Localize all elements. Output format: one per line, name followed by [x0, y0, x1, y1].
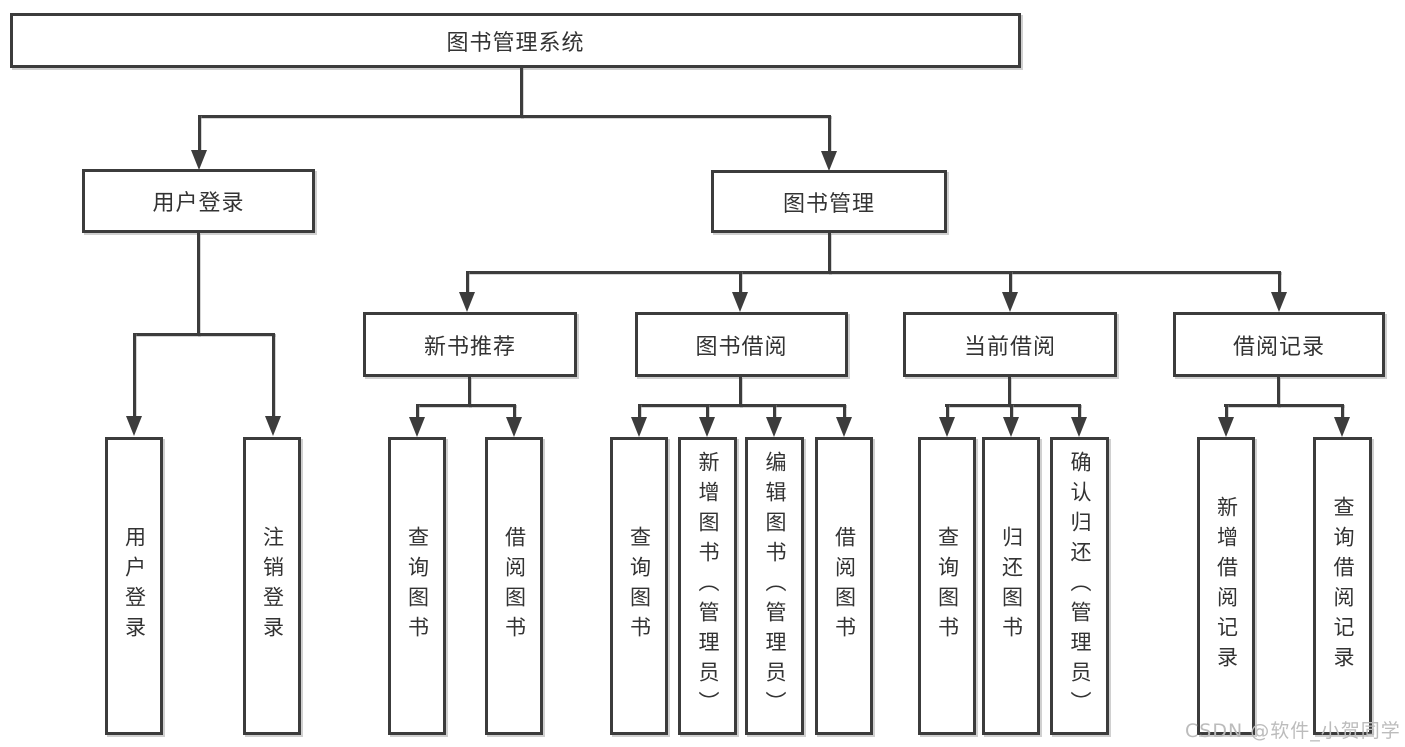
leaf-add-borrow-record: 新增借阅记录	[1197, 437, 1255, 735]
connector-leaf	[1341, 404, 1344, 418]
csdn-watermark: CSDN @软件_小贺同学	[1185, 720, 1401, 742]
node-borrow-records: 借阅记录	[1173, 312, 1385, 377]
arrow-down-icon	[191, 150, 207, 170]
arrow-down-icon	[126, 416, 142, 436]
node-new-book-recommend-label: 新书推荐	[423, 334, 516, 360]
node-user-login-label: 用户登录	[152, 191, 245, 216]
leaf-user-login-label: 用户登录	[122, 526, 147, 646]
connector-leaf	[416, 404, 419, 418]
connector-root-to-book-management	[828, 115, 831, 153]
node-new-book-recommend: 新书推荐	[363, 312, 577, 377]
connector-current-borrow-branch	[945, 404, 1081, 407]
node-borrow-records-label: 借阅记录	[1232, 334, 1325, 360]
node-book-management: 图书管理	[711, 170, 947, 233]
arrow-down-icon	[1218, 417, 1234, 437]
connector-root-stem	[520, 67, 523, 118]
connector-to-leaf-user-login	[133, 333, 136, 418]
leaf-return-books-label: 归还图书	[999, 526, 1024, 646]
leaf-edit-books-admin: 编辑图书（管理员）	[745, 437, 804, 735]
connector-leaf	[773, 404, 776, 418]
arrow-down-icon	[1003, 417, 1019, 437]
connector-user-login-branch	[133, 333, 275, 336]
arrow-down-icon	[459, 292, 475, 312]
leaf-add-books-admin: 新增图书（管理员）	[678, 437, 737, 735]
connector-leaf	[706, 404, 709, 418]
connector-leaf	[843, 404, 846, 418]
leaf-query-books-borrow: 查询图书	[610, 437, 668, 735]
node-book-borrow-label: 图书借阅	[695, 334, 788, 360]
connector-book-borrow-stem	[739, 377, 742, 407]
connector-leaf	[638, 404, 641, 418]
connector-current-borrow-stem	[1008, 377, 1011, 407]
leaf-query-borrow-record-label: 查询借阅记录	[1331, 496, 1355, 676]
leaf-borrow-books-recommend: 借阅图书	[485, 437, 543, 735]
leaf-add-borrow-record-label: 新增借阅记录	[1214, 496, 1239, 676]
arrow-down-icon	[939, 417, 955, 437]
connector-to-borrow-record	[1278, 271, 1281, 293]
leaf-logout: 注销登录	[243, 437, 301, 735]
node-book-borrow: 图书借阅	[635, 312, 848, 377]
leaf-borrow-books: 借阅图书	[815, 437, 873, 735]
node-library-system: 图书管理系统	[10, 13, 1021, 68]
node-user-login: 用户登录	[82, 169, 315, 233]
leaf-confirm-return-admin: 确认归还（管理员）	[1050, 437, 1109, 735]
connector-leaf	[1078, 404, 1081, 418]
leaf-query-books-recommend-label: 查询图书	[405, 526, 430, 646]
arrow-down-icon	[732, 292, 748, 312]
node-book-management-label: 图书管理	[782, 191, 875, 217]
leaf-query-books-current: 查询图书	[918, 437, 976, 735]
leaf-user-login: 用户登录	[105, 437, 163, 735]
connector-to-new-book	[466, 271, 469, 293]
node-current-borrow: 当前借阅	[903, 312, 1117, 377]
node-library-system-label: 图书管理系统	[446, 30, 585, 56]
connector-leaf	[1225, 404, 1228, 418]
arrow-down-icon	[821, 151, 837, 171]
connector-borrow-record-stem	[1277, 377, 1280, 407]
arrow-down-icon	[631, 417, 647, 437]
connector-borrow-record-branch	[1224, 404, 1344, 407]
arrow-down-icon	[766, 417, 782, 437]
leaf-logout-label: 注销登录	[260, 526, 285, 646]
leaf-add-books-admin-label: 新增图书（管理员）	[696, 451, 720, 721]
connector-to-current-borrow	[1009, 271, 1012, 293]
connector-user-login-stem	[197, 233, 200, 336]
leaf-query-books-borrow-label: 查询图书	[627, 526, 652, 646]
leaf-return-books: 归还图书	[982, 437, 1040, 735]
connector-book-borrow-branch	[638, 404, 846, 407]
arrow-down-icon	[1334, 417, 1350, 437]
connector-book-management-branch	[466, 271, 1281, 274]
connector-root-branch	[198, 115, 831, 118]
leaf-query-borrow-record: 查询借阅记录	[1313, 437, 1372, 735]
arrow-down-icon	[409, 417, 425, 437]
connector-to-leaf-logout	[272, 333, 275, 418]
connector-book-management-stem	[828, 233, 831, 274]
leaf-borrow-books-recommend-label: 借阅图书	[502, 526, 527, 646]
connector-new-book-branch	[416, 404, 516, 407]
node-current-borrow-label: 当前借阅	[963, 334, 1056, 360]
connector-to-book-borrow	[739, 271, 742, 293]
arrow-down-icon	[506, 417, 522, 437]
connector-root-to-user-login	[198, 115, 201, 152]
leaf-edit-books-admin-label: 编辑图书（管理员）	[763, 451, 787, 721]
connector-leaf	[1010, 404, 1013, 418]
leaf-confirm-return-admin-label: 确认归还（管理员）	[1068, 451, 1092, 721]
leaf-borrow-books-label: 借阅图书	[832, 526, 857, 646]
connector-leaf	[946, 404, 949, 418]
leaf-query-books-recommend: 查询图书	[388, 437, 446, 735]
connector-new-book-stem	[468, 377, 471, 407]
connector-leaf	[513, 404, 516, 418]
arrow-down-icon	[699, 417, 715, 437]
arrow-down-icon	[265, 416, 281, 436]
arrow-down-icon	[1271, 292, 1287, 312]
leaf-query-books-current-label: 查询图书	[935, 526, 960, 646]
arrow-down-icon	[836, 417, 852, 437]
arrow-down-icon	[1002, 292, 1018, 312]
arrow-down-icon	[1071, 417, 1087, 437]
